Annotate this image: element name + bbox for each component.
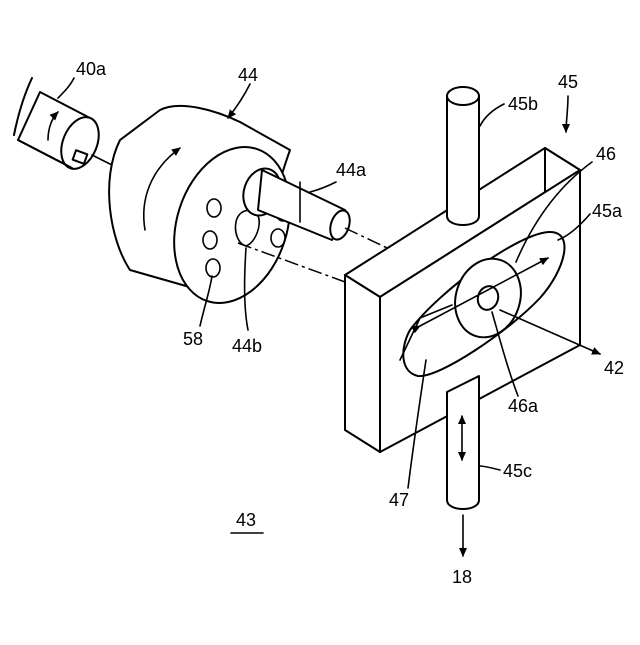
label-44: 44: [238, 65, 258, 85]
lower-rod-body: [447, 376, 479, 509]
label-40a: 40a: [76, 59, 107, 79]
leader-40a: [58, 78, 74, 98]
label-45a: 45a: [592, 201, 623, 221]
label-46a: 46a: [508, 396, 539, 416]
motor-40a: [14, 78, 118, 174]
leader-45b: [480, 104, 504, 126]
label-45c: 45c: [503, 461, 532, 481]
label-46: 46: [596, 144, 616, 164]
leader-45c: [480, 466, 500, 470]
label-44a: 44a: [336, 160, 367, 180]
leader-45: [566, 96, 568, 132]
leader-44: [228, 84, 250, 118]
leader-44a: [310, 182, 336, 192]
rod-45c: [447, 376, 479, 556]
disc-44: [109, 106, 353, 318]
rod-45b: [447, 87, 479, 225]
upper-rod-top: [447, 87, 479, 105]
block-side: [345, 275, 380, 452]
label-47: 47: [389, 490, 409, 510]
label-45: 45: [558, 72, 578, 92]
label-58: 58: [183, 329, 203, 349]
label-42: 42: [604, 358, 624, 378]
label-43: 43: [236, 510, 256, 530]
label-44b: 44b: [232, 336, 262, 356]
label-45b: 45b: [508, 94, 538, 114]
label-18: 18: [452, 567, 472, 587]
upper-rod-body: [447, 96, 479, 225]
